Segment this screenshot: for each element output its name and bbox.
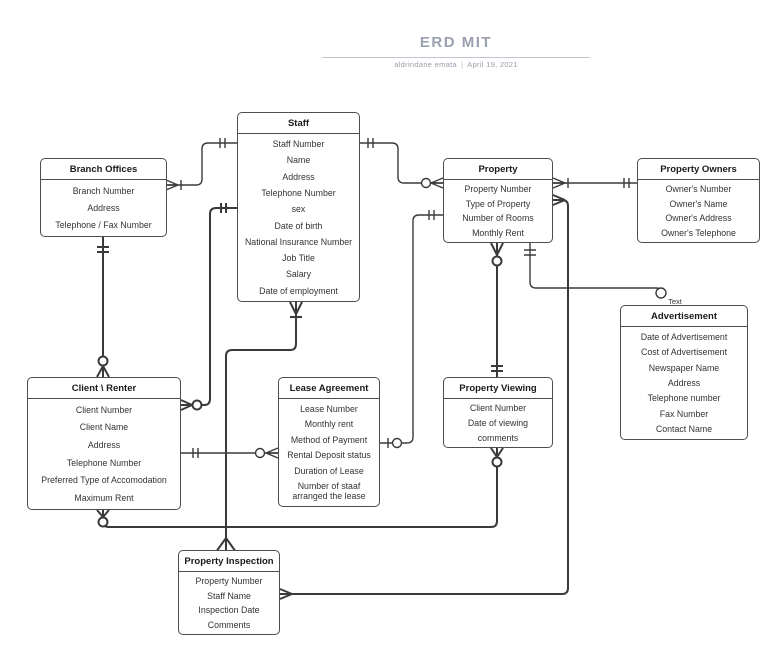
entity-attribute: Name — [286, 155, 311, 166]
connector-property-property-inspection[interactable] — [279, 194, 569, 600]
advertisement-connector-label: Text — [668, 297, 683, 306]
entity-attribute: Rental Deposit status — [287, 450, 371, 461]
page-header: ERD MIT — [322, 34, 590, 58]
entity-title: Client \ Renter — [28, 378, 180, 399]
subtitle-separator: | — [461, 60, 464, 69]
entity-attribute: Staff Number — [272, 139, 325, 150]
entity-attribute: Owner's Telephone — [661, 227, 736, 238]
entity-attribute: Owner's Number — [665, 184, 732, 195]
entity-attribute: Address — [87, 202, 120, 213]
connector-property-advertisement[interactable]: Text — [524, 243, 683, 306]
entity-attribute: Client Name — [79, 422, 129, 433]
connector-property-lease-agreement[interactable] — [380, 210, 443, 449]
entity-title: Lease Agreement — [279, 378, 379, 399]
entity-attribute: Monthly rent — [304, 419, 354, 430]
entity-attribute: Number of Rooms — [462, 213, 534, 224]
entity-attribute: Client Number — [469, 403, 527, 414]
entity-attribute: Telephone number — [647, 393, 721, 404]
entity-attribute: Telephone Number — [66, 457, 142, 468]
entity-attribute: Staff Name — [207, 590, 251, 601]
entity-attribute: Method of Payment — [290, 434, 368, 445]
date-label: April 19, 2021 — [467, 60, 518, 69]
entity-attribute: Property Number — [195, 576, 263, 587]
entity-attribute: Date of viewing — [467, 417, 529, 428]
entity-attribute: Fax Number — [659, 408, 709, 419]
entity-title: Property Viewing — [444, 378, 552, 399]
entity-attribute: Lease Number — [300, 403, 358, 414]
page-title: ERD MIT — [419, 34, 493, 51]
entity-attribute: Monthly Rent — [472, 227, 524, 238]
connector-staff-client-renter[interactable] — [180, 203, 237, 411]
entity-attribute: Contact Name — [655, 424, 713, 435]
entity-attribute: Client Number — [75, 404, 133, 415]
page-subtitle: aldrindane emata|April 19, 2021 — [322, 60, 590, 69]
entity-attribute: Salary — [286, 269, 311, 280]
entity-title: Property Owners — [638, 159, 759, 180]
entity-attribute: Comments — [207, 619, 251, 630]
entity-attribute: Number of staaf arranged the lease — [292, 481, 366, 502]
entity-attribute: Job Title — [282, 253, 315, 264]
entity-attribute: Maximum Rent — [74, 493, 134, 504]
entity-title: Staff — [238, 113, 359, 134]
entity-attribute: Cost of Advertisement — [640, 347, 728, 358]
entity-title: Property — [444, 159, 552, 180]
entity-attribute: Type of Property — [465, 198, 531, 209]
connector-client-renter-lease-agreement[interactable] — [181, 447, 279, 459]
entity-attribute: Date of Advertisement — [640, 331, 728, 342]
entity-attribute: Address — [667, 377, 701, 388]
entity-attribute: Newspaper Name — [648, 362, 720, 373]
entity-attribute: Telephone / Fax Number — [55, 220, 152, 231]
entity-attribute: sex — [291, 204, 306, 215]
entity-attribute: Inspection Date — [198, 605, 260, 616]
connector-branch-offices-client-renter[interactable] — [96, 237, 110, 378]
entity-attribute: Owner's Name — [669, 198, 728, 209]
entity-title: Advertisement — [621, 306, 747, 327]
entity-attribute: Address — [282, 171, 315, 182]
entity-attribute: Address — [87, 440, 121, 451]
entity-attribute: Owner's Address — [665, 213, 732, 224]
entity-title: Property Inspection — [179, 551, 279, 572]
connector-branch-offices-staff[interactable] — [165, 138, 237, 191]
entity-attribute: Duration of Lease — [294, 465, 364, 476]
entity-attribute: Telephone Number — [261, 187, 336, 198]
entity-attribute: Branch Number — [72, 185, 135, 196]
entity-attribute: Date of employment — [259, 285, 338, 296]
connector-property-property-owners[interactable] — [552, 177, 637, 189]
connector-staff-property-inspection[interactable] — [215, 301, 303, 553]
entity-attribute: Preferred Type of Accomodation — [41, 475, 167, 486]
connector-property-property-viewing[interactable] — [490, 242, 504, 377]
entity-title: Branch Offices — [41, 159, 166, 180]
entity-attribute: National Insurance Number — [244, 236, 353, 247]
entity-attribute: comments — [477, 432, 519, 443]
entity-attribute: Date of birth — [274, 220, 323, 231]
connector-staff-property[interactable] — [360, 138, 444, 189]
entity-attribute: Property Number — [464, 184, 532, 195]
author-name: aldrindane emata — [394, 60, 458, 69]
connector-client-renter-property-viewing[interactable] — [96, 447, 504, 528]
